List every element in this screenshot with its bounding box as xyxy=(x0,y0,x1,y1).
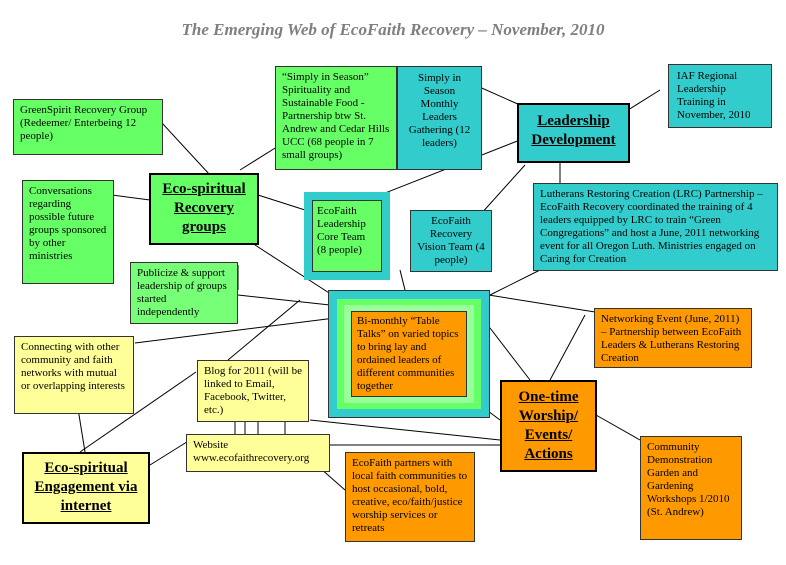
vision-team-text: EcoFaith Recovery Vision Team (4 people) xyxy=(417,215,485,266)
table-talks-box: Bi-monthly “Table Talks” on varied topic… xyxy=(351,311,467,397)
one-time-worship-label: One-time Worship/ Events/ Actions xyxy=(518,389,579,462)
engagement-internet-label: Eco-spiritual Engagement via internet xyxy=(34,460,138,514)
leadership-development-label: Leadership Development xyxy=(531,113,616,148)
lrc-box: Lutherans Restoring Creation (LRC) Partn… xyxy=(533,183,778,271)
core-team-box: EcoFaith Leadership Core Team (8 people) xyxy=(312,200,382,272)
table-talks-frame-middle: Bi-monthly “Table Talks” on varied topic… xyxy=(337,299,481,409)
greenspirit-text: GreenSpirit Recovery Group (Redeemer/ En… xyxy=(20,104,148,142)
blog-box: Blog for 2011 (will be linked to Email, … xyxy=(197,360,309,422)
eco-spiritual-recovery-box: Eco-spiritual Recovery groups xyxy=(149,173,259,245)
table-talks-text: Bi-monthly “Table Talks” on varied topic… xyxy=(357,315,459,392)
website-text: Website www.ecofaithrecovery.org xyxy=(193,439,310,464)
one-time-worship-box: One-time Worship/ Events/ Actions xyxy=(500,380,597,472)
conversations-text: Conversations regarding possible future … xyxy=(29,185,107,262)
partners-worship-box: EcoFaith partners with local faith commu… xyxy=(345,452,475,542)
networking-event-text: Networking Event (June, 2011) – Partners… xyxy=(601,313,742,364)
connecting-text: Connecting with other community and fait… xyxy=(21,341,125,392)
garden-workshops-box: Community Demonstration Garden and Garde… xyxy=(640,436,742,540)
page-title: The Emerging Web of EcoFaith Recovery – … xyxy=(181,20,605,39)
core-team-text: EcoFaith Leadership Core Team (8 people) xyxy=(317,205,366,256)
simply-in-season-leaders-text: Simply in Season Monthly Leaders Gatheri… xyxy=(408,72,471,149)
lrc-text: Lutherans Restoring Creation (LRC) Partn… xyxy=(540,188,763,265)
partners-worship-text: EcoFaith partners with local faith commu… xyxy=(352,457,468,534)
simply-in-season-text: “Simply in Season” Spirituality and Sust… xyxy=(282,71,390,161)
iaf-training-box: IAF Regional Leadership Training in Nove… xyxy=(668,64,772,128)
publicize-text: Publicize & support leadership of groups… xyxy=(137,267,227,318)
garden-workshops-text: Community Demonstration Garden and Garde… xyxy=(647,441,730,518)
greenspirit-box: GreenSpirit Recovery Group (Redeemer/ En… xyxy=(13,99,163,155)
core-team-outer: EcoFaith Leadership Core Team (8 people) xyxy=(304,192,390,280)
simply-in-season-box: “Simply in Season” Spirituality and Sust… xyxy=(275,66,397,170)
simply-in-season-leaders-box: Simply in Season Monthly Leaders Gatheri… xyxy=(397,66,482,170)
website-box: Website www.ecofaithrecovery.org xyxy=(186,434,330,472)
conversations-box: Conversations regarding possible future … xyxy=(22,180,114,284)
vision-team-box: EcoFaith Recovery Vision Team (4 people) xyxy=(410,210,492,272)
eco-spiritual-recovery-label: Eco-spiritual Recovery groups xyxy=(162,181,246,235)
connecting-box: Connecting with other community and fait… xyxy=(14,336,134,414)
networking-event-box: Networking Event (June, 2011) – Partners… xyxy=(594,308,752,368)
table-talks-frame-outer: Bi-monthly “Table Talks” on varied topic… xyxy=(328,290,490,418)
table-talks-frame-inner: Bi-monthly “Table Talks” on varied topic… xyxy=(344,305,474,403)
publicize-box: Publicize & support leadership of groups… xyxy=(130,262,238,324)
iaf-training-text: IAF Regional Leadership Training in Nove… xyxy=(677,70,751,121)
blog-text: Blog for 2011 (will be linked to Email, … xyxy=(204,365,302,416)
leadership-development-box: Leadership Development xyxy=(517,103,630,163)
engagement-internet-box: Eco-spiritual Engagement via internet xyxy=(22,452,150,524)
